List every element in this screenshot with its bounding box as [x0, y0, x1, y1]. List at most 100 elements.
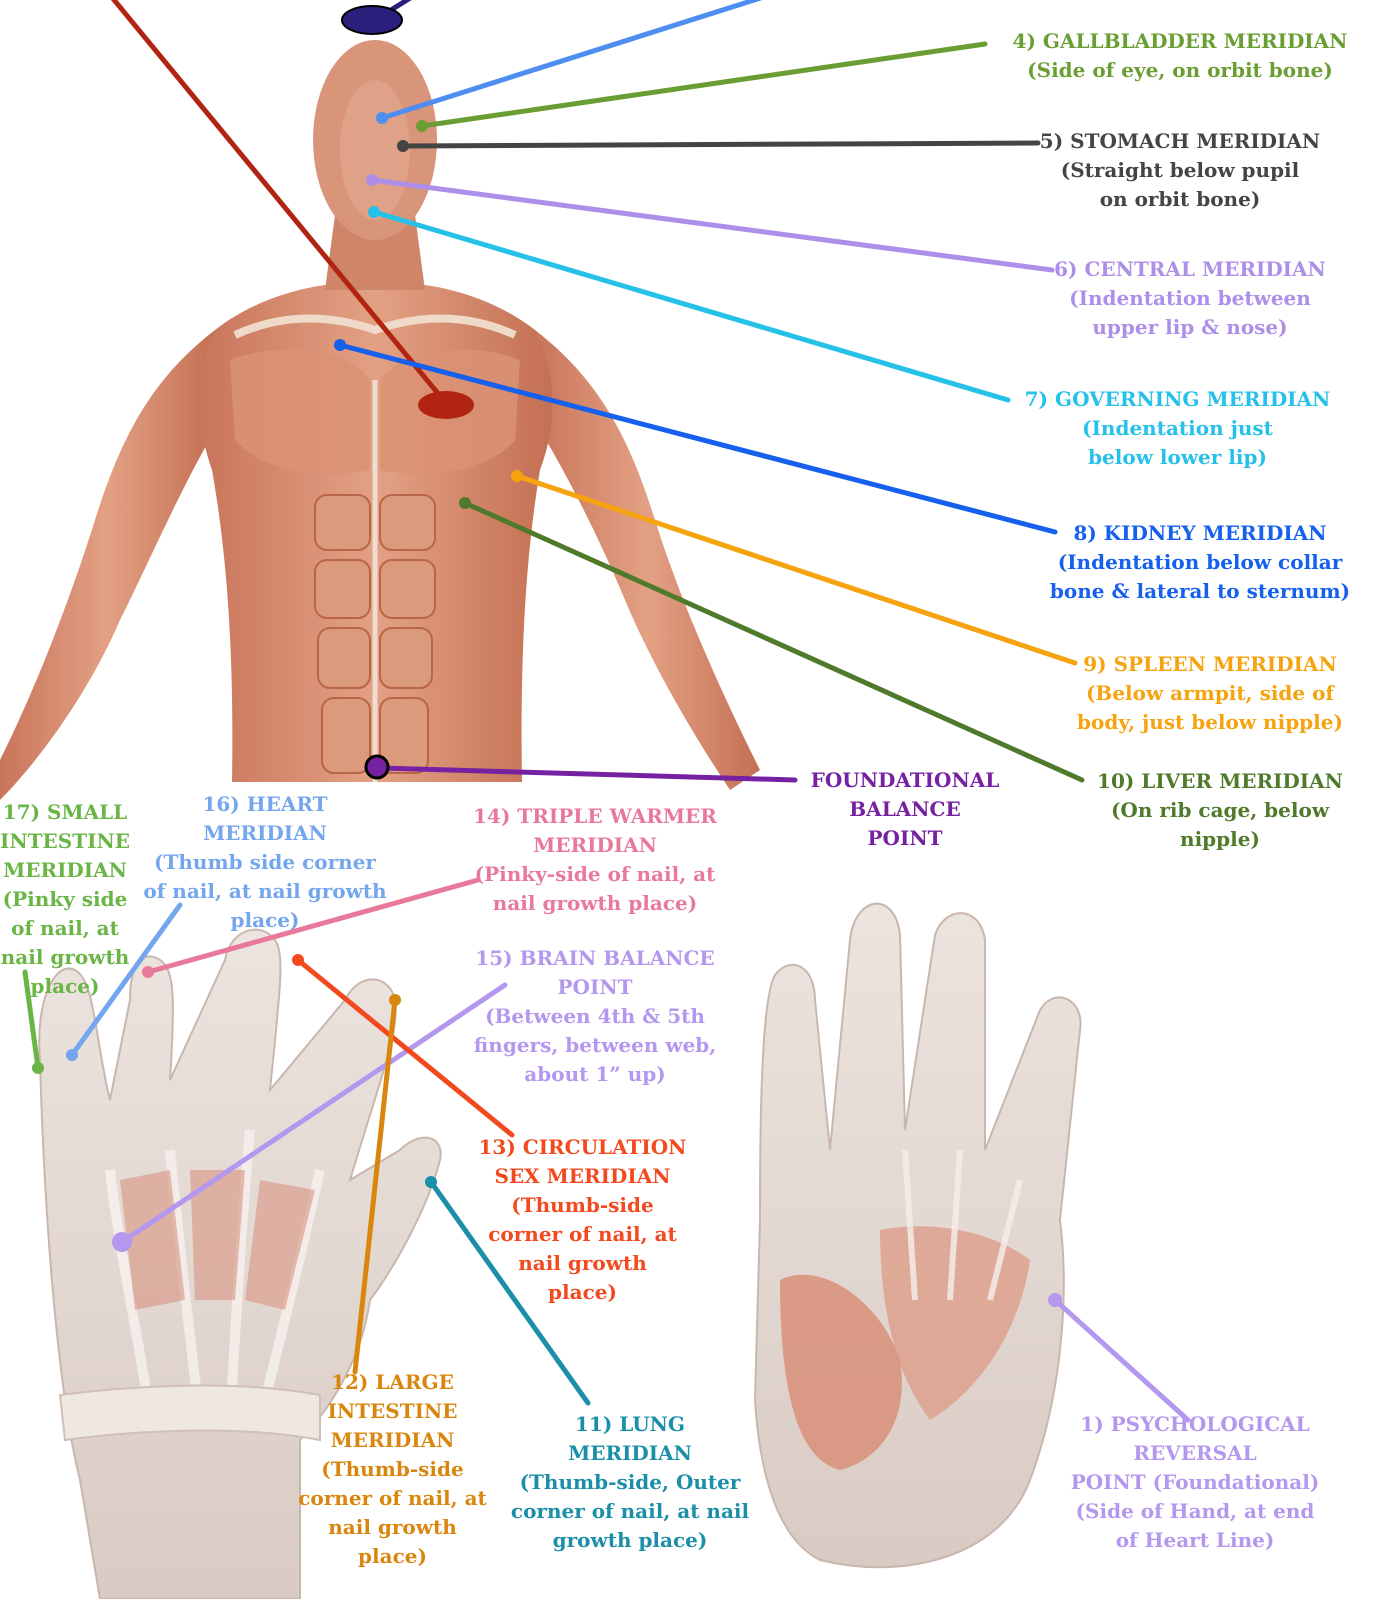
label-line: 1) PSYCHOLOGICAL — [1050, 1410, 1340, 1439]
label-line: INTESTINE — [270, 1397, 515, 1426]
label-line: place) — [270, 1542, 515, 1571]
label-line: corner of nail, at nail — [495, 1497, 765, 1526]
label-line: corner of nail, at — [270, 1484, 515, 1513]
leader-spleen — [517, 476, 1075, 663]
label-line: 11) LUNG — [495, 1410, 765, 1439]
label-line: of Heart Line) — [1050, 1526, 1340, 1555]
right-arm — [535, 330, 760, 790]
label-line: about 1” up) — [445, 1060, 745, 1089]
label-line: POINT — [445, 973, 745, 1002]
leader-gallbladder — [422, 44, 985, 126]
label-line: growth place) — [495, 1526, 765, 1555]
point-large-intestine — [389, 994, 401, 1006]
label-line: (Below armpit, side of — [1065, 679, 1355, 708]
left-arm — [0, 330, 215, 800]
label-line: place) — [130, 906, 400, 935]
label-line: MERIDIAN — [130, 819, 400, 848]
label-line: (Indentation between — [1045, 284, 1335, 313]
label-line: corner of nail, at — [455, 1220, 710, 1249]
label-line: below lower lip) — [1005, 443, 1350, 472]
label-line: 17) SMALL — [0, 798, 145, 827]
label-line: (Indentation below collar — [1040, 548, 1360, 577]
label-line: 16) HEART — [130, 790, 400, 819]
point-kidney — [334, 339, 346, 351]
label-line: 5) STOMACH MERIDIAN — [1030, 127, 1330, 156]
label-line: 4) GALLBLADDER MERIDIAN — [990, 27, 1370, 56]
point-governing — [368, 206, 380, 218]
label-line: FOUNDATIONAL — [790, 766, 1020, 795]
label-line: (Thumb-side, Outer — [495, 1468, 765, 1497]
label-line: 9) SPLEEN MERIDIAN — [1065, 650, 1355, 679]
label-line: on orbit bone) — [1030, 185, 1330, 214]
label-line: 10) LIVER MERIDIAN — [1075, 767, 1365, 796]
label-line: (Straight below pupil — [1030, 156, 1330, 185]
label-line: (Thumb-side — [270, 1455, 515, 1484]
leader-central — [372, 180, 1052, 270]
point-stomach — [397, 140, 409, 152]
label-line: of nail, at — [0, 914, 145, 943]
point-central — [366, 174, 378, 186]
leader-stomach — [403, 143, 1038, 146]
point-psych-reversal — [1048, 1293, 1062, 1307]
label-line: MERIDIAN — [495, 1439, 765, 1468]
label-line: nipple) — [1075, 825, 1365, 854]
label-line: POINT — [790, 824, 1020, 853]
label-line: MERIDIAN — [455, 831, 735, 860]
point-top-crown — [342, 6, 402, 34]
point-foundational — [366, 756, 388, 778]
label-line: nail growth — [0, 943, 145, 972]
label-line: 8) KIDNEY MERIDIAN — [1040, 519, 1360, 548]
leader-top-blue — [382, 0, 770, 118]
label-line: nail growth — [455, 1249, 710, 1278]
label-line: (Indentation just — [1005, 414, 1350, 443]
point-lung — [425, 1176, 437, 1188]
label-spleen: 9) SPLEEN MERIDIAN(Below armpit, side of… — [1065, 650, 1355, 737]
label-line: nail growth — [270, 1513, 515, 1542]
label-line: 12) LARGE — [270, 1368, 515, 1397]
label-line: place) — [455, 1278, 710, 1307]
point-top-red — [418, 391, 474, 419]
label-line: (Thumb side corner — [130, 848, 400, 877]
palm-of-hand — [755, 904, 1081, 1568]
label-line: fingers, between web, — [445, 1031, 745, 1060]
point-spleen — [511, 470, 523, 482]
label-line: INTESTINE — [0, 827, 145, 856]
label-gallbladder: 4) GALLBLADDER MERIDIAN(Side of eye, on … — [990, 27, 1370, 85]
torso-figure — [0, 40, 760, 800]
label-line: (Thumb-side — [455, 1191, 710, 1220]
label-line: body, just below nipple) — [1065, 708, 1355, 737]
point-gallbladder — [416, 120, 428, 132]
label-line: of nail, at nail growth — [130, 877, 400, 906]
leader-liver — [465, 503, 1082, 780]
label-line: 15) BRAIN BALANCE — [445, 944, 745, 973]
label-line: BALANCE — [790, 795, 1020, 824]
label-line: upper lip & nose) — [1045, 313, 1335, 342]
point-heart — [66, 1049, 78, 1061]
back-hand-muscle — [120, 1170, 315, 1310]
point-liver — [459, 497, 471, 509]
label-line: SEX MERIDIAN — [455, 1162, 710, 1191]
label-line: MERIDIAN — [0, 856, 145, 885]
label-stomach: 5) STOMACH MERIDIAN(Straight below pupil… — [1030, 127, 1330, 214]
point-brain-balance — [112, 1232, 132, 1252]
label-line: (On rib cage, below — [1075, 796, 1365, 825]
label-line: (Side of Hand, at end — [1050, 1497, 1340, 1526]
leader-psych-reversal — [1055, 1300, 1188, 1420]
label-line: (Side of eye, on orbit bone) — [990, 56, 1370, 85]
label-central: 6) CENTRAL MERIDIAN(Indentation betweenu… — [1045, 255, 1335, 342]
label-line: bone & lateral to sternum) — [1040, 577, 1360, 606]
label-line: 14) TRIPLE WARMER — [455, 802, 735, 831]
label-line: 7) GOVERNING MERIDIAN — [1005, 385, 1350, 414]
label-line: place) — [0, 972, 145, 1001]
point-top-blue — [376, 112, 388, 124]
